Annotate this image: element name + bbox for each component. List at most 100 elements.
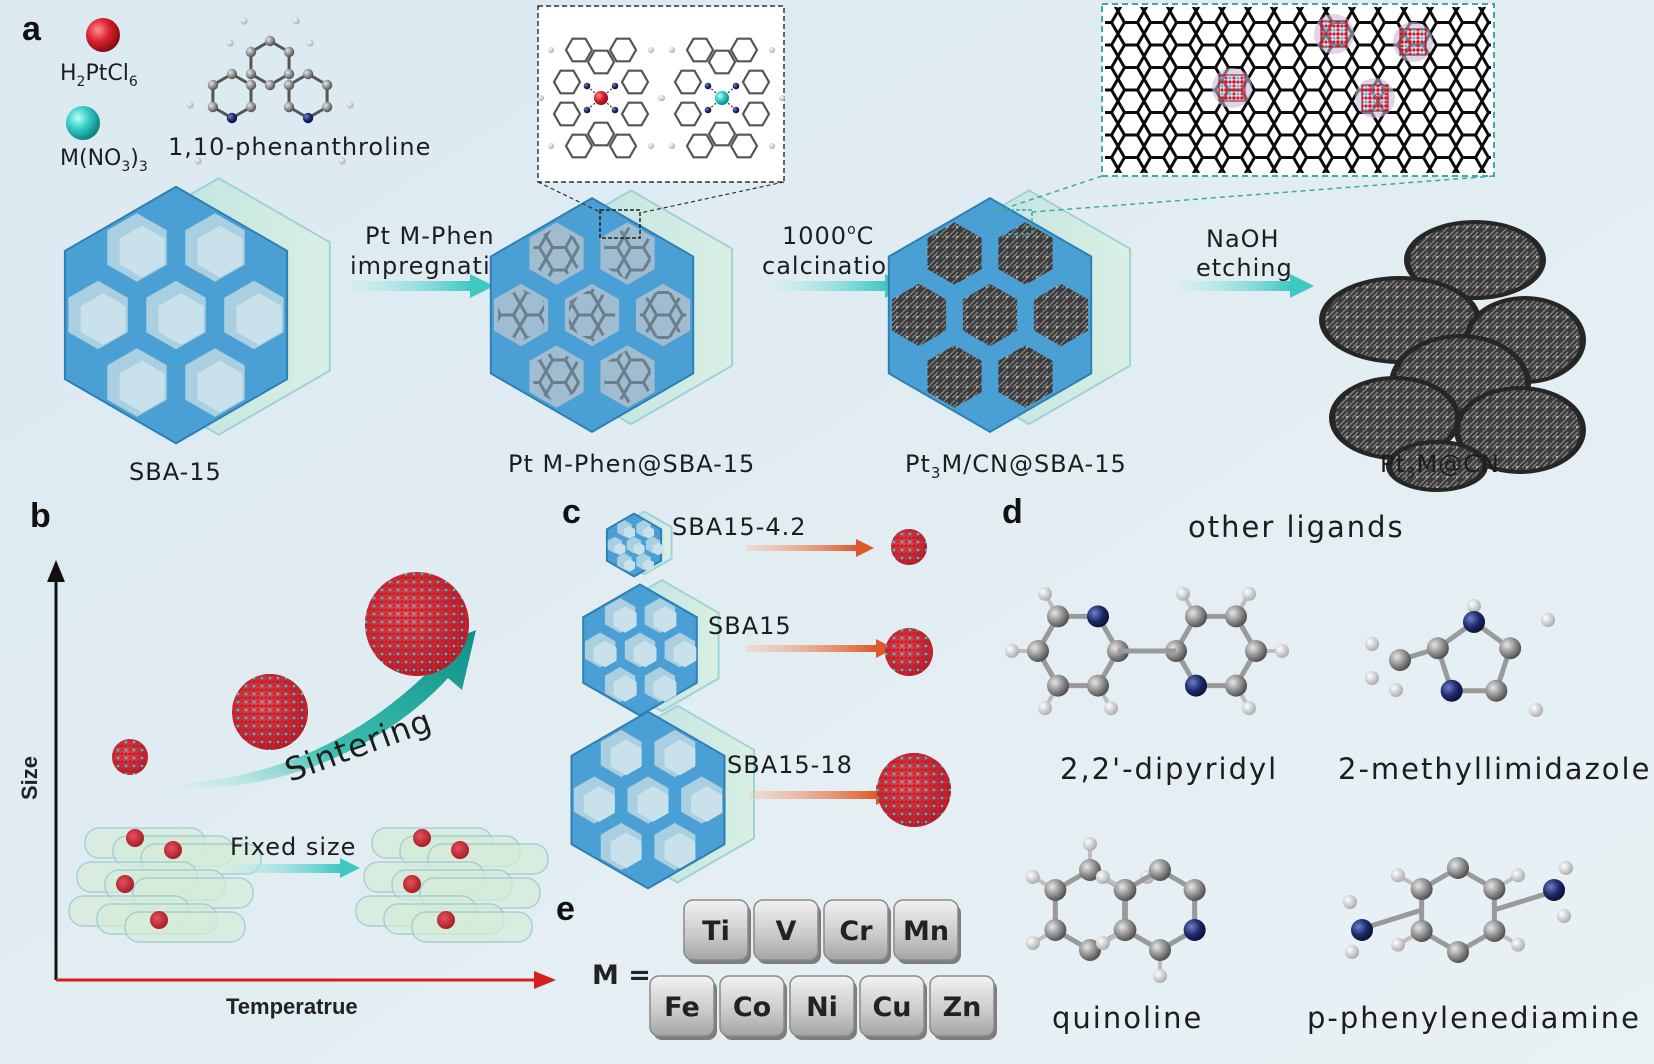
pt3m-cn-carbon-rods — [1319, 220, 1586, 492]
carbon-atom — [1447, 857, 1469, 879]
hydrogen-atom — [1038, 586, 1052, 601]
channel-depth — [664, 739, 696, 776]
sized-nanoparticle-atoms — [891, 529, 927, 565]
pore-arrow — [746, 645, 876, 652]
carbon-atom — [1087, 674, 1109, 697]
temperature-axis-arrow — [534, 971, 556, 989]
carbon-rod — [1410, 224, 1540, 296]
carbon-atom — [1149, 859, 1171, 881]
element-key — [929, 975, 995, 1037]
panel-e-letter: e — [556, 890, 575, 928]
channel-depth — [119, 225, 165, 278]
sba15-empty-channels — [63, 177, 331, 445]
carbon-rod — [1392, 444, 1482, 488]
ring — [741, 69, 771, 95]
channel-phen-texture — [604, 349, 651, 404]
channel-depth — [158, 293, 204, 345]
element-key — [859, 975, 925, 1037]
nitrogen-atom — [1440, 679, 1463, 702]
channel-depth — [637, 786, 669, 822]
element-key-label: V — [776, 916, 797, 947]
coordination-bond — [721, 97, 737, 111]
inset-guide-right — [639, 181, 785, 214]
hydrogen-atom — [1083, 837, 1097, 851]
ring — [685, 133, 715, 159]
carbon-atom — [1410, 920, 1433, 942]
nanoparticle-atoms — [232, 674, 308, 750]
hydrogen-atom — [1153, 969, 1167, 983]
final-product-label: Pt3M@CN — [1380, 450, 1500, 482]
calcination-label-2: calcination — [762, 252, 903, 280]
pore-arrow-head — [856, 539, 874, 557]
etching-label-2: etching — [1196, 254, 1293, 282]
channel-depth — [614, 542, 626, 556]
panel-c-letter: c — [562, 493, 581, 531]
carbon-atom — [283, 68, 295, 80]
impregnation-arrow-head — [470, 274, 494, 298]
element-key — [753, 899, 819, 961]
carbon-atom — [1183, 879, 1206, 901]
hydrogen-atom — [1242, 586, 1256, 601]
inset-guide-left — [537, 181, 603, 214]
sized-nanoparticle-atoms — [885, 628, 933, 676]
other-ligands-title: other ligands — [1188, 510, 1405, 544]
ring — [608, 37, 638, 63]
element-key-label: Zn — [943, 992, 982, 1023]
hydrogen-atom — [1176, 586, 1190, 601]
carbon-atom — [1410, 878, 1433, 900]
channel-carbon — [891, 283, 947, 347]
pt-m-phen-complex — [538, 37, 785, 159]
carbon-rod — [1335, 380, 1455, 456]
impregnation-label-1: Pt M-Phen — [365, 222, 495, 250]
etching-arrow-head — [1290, 274, 1314, 298]
carbon-atom — [1149, 939, 1171, 961]
phenanthroline-molecule — [186, 17, 354, 165]
hydrogen-atom — [538, 95, 544, 101]
channel-carbon — [998, 222, 1053, 285]
mini-hex-block — [570, 704, 755, 890]
element-key-label: Co — [733, 992, 771, 1023]
carbon-atom — [1114, 879, 1137, 901]
carbon-atom — [1114, 919, 1137, 941]
carbon-atom — [1447, 941, 1469, 963]
hydrogen-atom — [1390, 937, 1405, 952]
channel-depth — [197, 360, 243, 413]
element-key — [823, 899, 889, 961]
carbon-atom — [207, 79, 219, 91]
nanoparticle-atoms — [365, 572, 469, 676]
coordination-bond — [707, 97, 723, 111]
pore-item-0-label: SBA15-4.2 — [672, 513, 806, 541]
size-axis-arrow — [47, 560, 65, 582]
hydrogen-atom — [194, 157, 202, 165]
channel-carbon — [1033, 283, 1089, 347]
channel-tube — [411, 911, 533, 943]
nitrogen-atom — [583, 106, 591, 114]
carbon-atom — [1027, 640, 1049, 662]
channel-depth — [593, 640, 617, 668]
element-key-label: Ni — [806, 992, 838, 1023]
nitrogen-atom — [1183, 919, 1206, 941]
hydrogen-atom — [1365, 671, 1379, 685]
fixed-size-label: Fixed size — [230, 833, 356, 861]
m-atom-icon — [66, 106, 100, 140]
reagent-pt-label: H2PtCl6 — [60, 61, 138, 90]
element-key-label: Cr — [839, 916, 873, 947]
channel-depth — [236, 293, 282, 345]
nitrogen-atom — [583, 82, 591, 90]
etching-label-1: NaOH — [1206, 225, 1280, 253]
reagent-m-label: M(NO3)3 — [60, 146, 148, 175]
mini-hex-block — [605, 510, 673, 578]
ring — [552, 69, 582, 95]
coordination-bond — [586, 85, 602, 99]
ring — [586, 121, 616, 147]
hydrogen-atom — [1389, 683, 1403, 697]
ring — [741, 101, 771, 127]
confined-particle — [126, 829, 144, 847]
hydrogen-atom — [1343, 895, 1357, 909]
element-key — [649, 975, 715, 1037]
channel-depth — [197, 225, 243, 278]
impregnation-arrow — [350, 281, 470, 291]
methyl-carbon — [1389, 649, 1411, 671]
